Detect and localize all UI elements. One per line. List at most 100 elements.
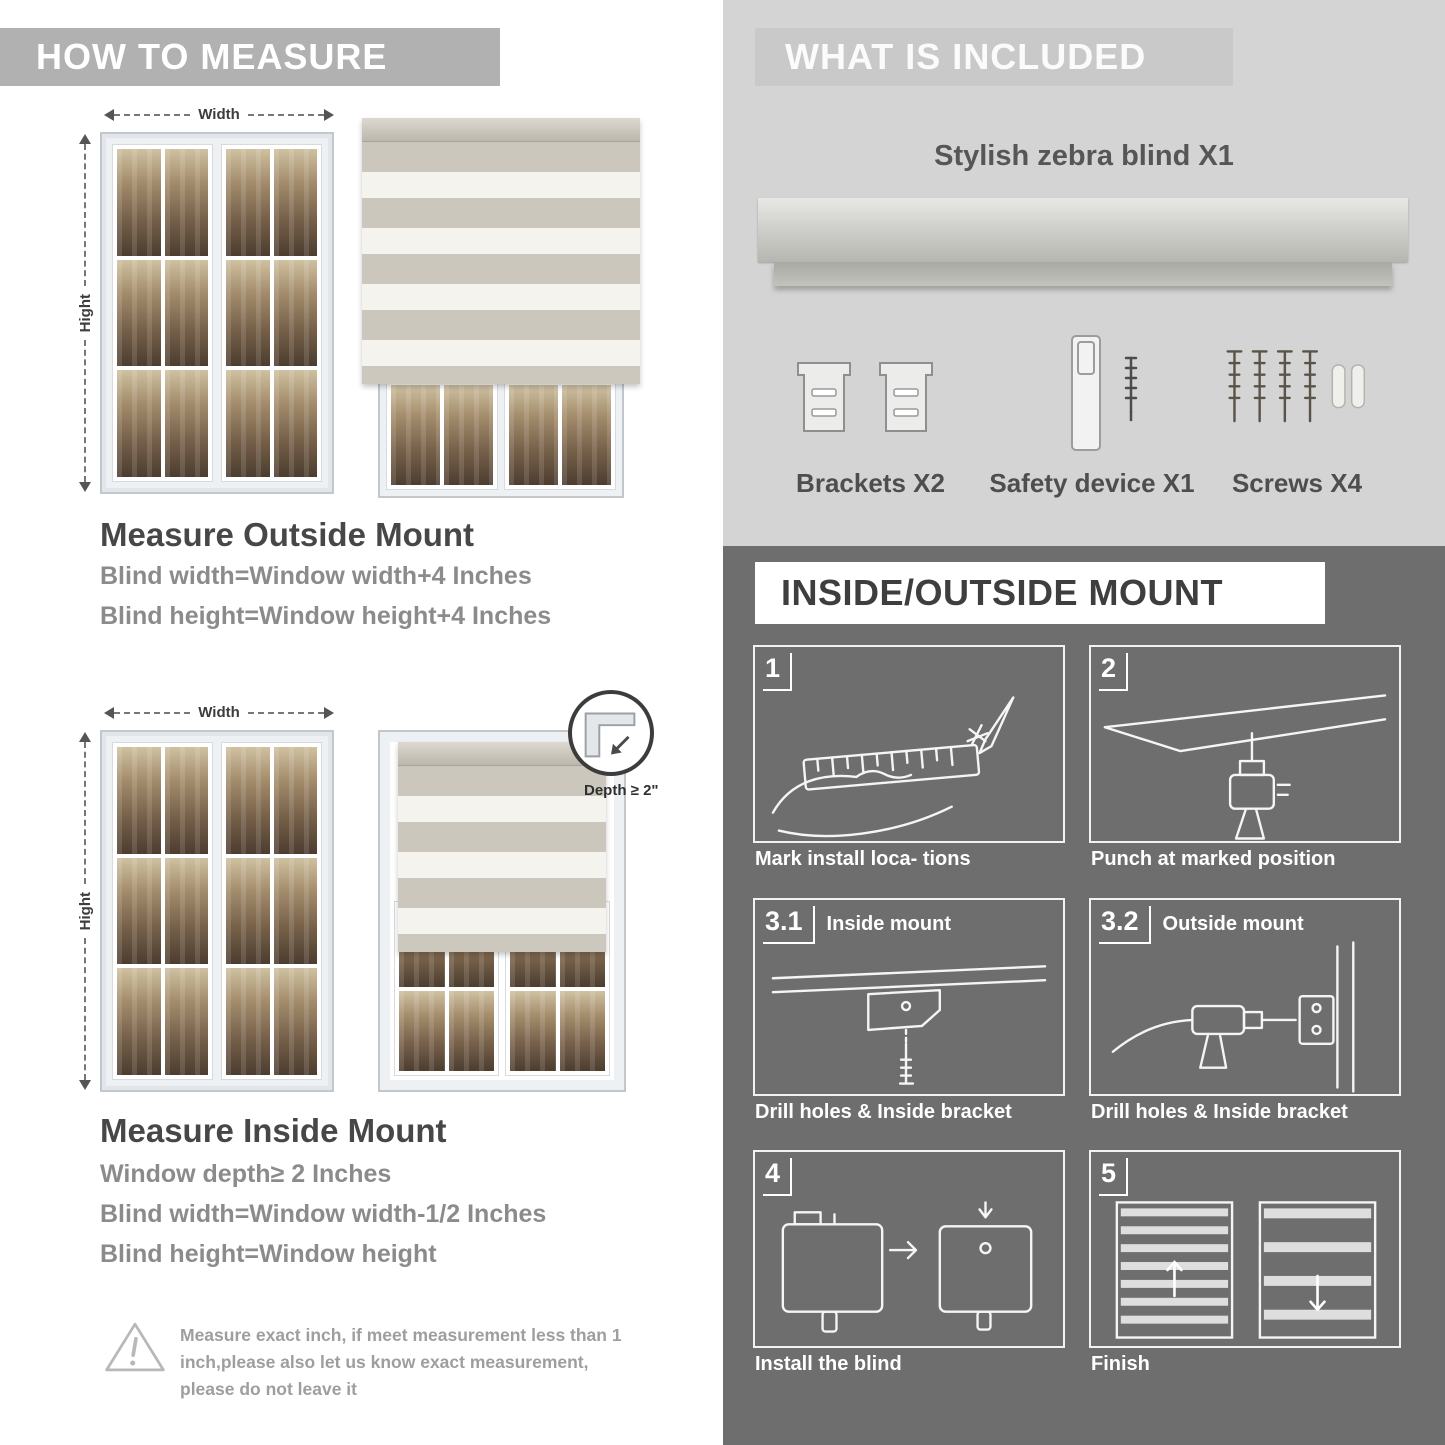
- height-label: Hight: [76, 293, 94, 333]
- step-caption-2: Punch at marked position: [1091, 848, 1336, 870]
- blind-bottomrail: [398, 936, 606, 952]
- glass-pane: [164, 149, 208, 256]
- glass-pane: [226, 259, 270, 367]
- inside-bracket-illustration: [771, 965, 1047, 1085]
- glass-pane: [164, 857, 208, 965]
- glass-pane: [509, 385, 558, 485]
- inside-width-formula: Blind width=Window width-1/2 Inches: [100, 1200, 547, 1228]
- inside-mount-title: Measure Inside Mount: [100, 1112, 447, 1149]
- zebra-shade: [398, 742, 606, 952]
- glass-pane: [226, 149, 270, 256]
- glass-pane: [510, 990, 556, 1071]
- outside-height-formula: Blind height=Window height+4 Inches: [100, 602, 552, 630]
- step-number: 2: [1099, 653, 1129, 691]
- glass-pane: [273, 857, 317, 965]
- height-arrow: Hight: [72, 134, 98, 493]
- depth-note: Depth ≥ 2": [584, 782, 659, 799]
- step-number: 3.1: [763, 906, 815, 944]
- glass-pane: [226, 747, 270, 854]
- blind-stripes: [362, 142, 640, 368]
- width-arrow: Width: [104, 106, 335, 123]
- step-panel-1: 1: [753, 645, 1065, 843]
- arrow-up-icon: [79, 732, 91, 742]
- safety-device-label: Safety device X1: [989, 468, 1195, 498]
- arrow-right-icon: [324, 706, 335, 719]
- step-panel-3-2: 3.2 Outside mount: [1089, 898, 1401, 1096]
- step-inner-label: Outside mount: [1162, 913, 1304, 935]
- zebra-blind-x1-label: Stylish zebra blind X1: [934, 140, 1234, 172]
- blind-headrail-product: [758, 198, 1408, 262]
- outside-bracket-illustration: [1111, 941, 1355, 1093]
- mark-locations-illustration: [771, 696, 1015, 838]
- step-number: 1: [763, 653, 793, 691]
- window-illustration: [100, 132, 334, 494]
- brackets-icon: [788, 335, 942, 455]
- step-caption-5: Finish: [1091, 1353, 1150, 1375]
- zebra-blind-inside-illustration: [378, 730, 626, 1092]
- glass-pane: [164, 370, 208, 477]
- glass-pane: [273, 968, 317, 1075]
- glass-pane: [117, 968, 161, 1075]
- zebra-shade: [362, 118, 640, 384]
- step-caption-1: Mark install loca- tions: [755, 848, 971, 870]
- window-sash: [112, 144, 213, 482]
- arrow-down-icon: [79, 482, 91, 493]
- glass-pane: [559, 990, 605, 1071]
- arrow-left-icon: [104, 706, 114, 719]
- glass-pane: [273, 259, 317, 367]
- step-number: 3.2: [1099, 906, 1151, 944]
- glass-pane: [399, 990, 445, 1071]
- inside-height-formula: Blind height=Window height: [100, 1240, 437, 1268]
- step-panel-2: 2: [1089, 645, 1401, 843]
- glass-pane: [273, 149, 317, 256]
- zebra-blind-outside-illustration: [362, 118, 640, 498]
- glass-pane: [164, 747, 208, 854]
- depth-callout-circle: [568, 690, 654, 776]
- brackets-label: Brackets X2: [796, 468, 945, 498]
- mount-header: INSIDE/OUTSIDE MOUNT: [755, 562, 1325, 624]
- screws-icon: [1226, 350, 1366, 423]
- glass-pane: [226, 968, 270, 1075]
- width-label: Width: [198, 704, 240, 721]
- step-caption-3-1: Drill holes & Inside bracket: [755, 1101, 1012, 1123]
- warning-icon: [105, 1322, 165, 1372]
- drill-ceiling-illustration: [1103, 694, 1387, 840]
- glass-pane: [117, 370, 161, 477]
- glass-pane: [273, 747, 317, 854]
- glass-pane: [117, 149, 161, 256]
- measure-warning-text: Measure exact inch, if meet measurement …: [180, 1325, 622, 1400]
- arrow-down-icon: [79, 1080, 91, 1091]
- step-panel-3-1: 3.1 Inside mount: [753, 898, 1065, 1096]
- height-label: Hight: [76, 891, 94, 931]
- frame-corner-icon: [584, 712, 636, 758]
- arrow-up-icon: [79, 134, 91, 144]
- glass-pane: [164, 968, 208, 1075]
- install-blind-illustration: [781, 1201, 1033, 1333]
- screws-label: Screws X4: [1231, 468, 1363, 498]
- how-to-measure-header: HOW TO MEASURE: [0, 28, 500, 86]
- step-inner-label: Inside mount: [826, 913, 951, 935]
- inside-depth-formula: Window depth≥ 2 Inches: [100, 1160, 392, 1188]
- arrow-right-icon: [324, 108, 335, 121]
- outside-mount-title: Measure Outside Mount: [100, 516, 475, 553]
- outside-width-formula: Blind width=Window width+4 Inches: [100, 562, 532, 590]
- glass-pane: [117, 857, 161, 965]
- glass-pane: [391, 385, 440, 485]
- height-arrow: Hight: [72, 732, 98, 1091]
- window-illustration: [100, 730, 334, 1092]
- glass-pane: [448, 990, 494, 1071]
- step-panel-4: 4: [753, 1150, 1065, 1348]
- step-caption-4: Install the blind: [755, 1353, 902, 1375]
- arrow-left-icon: [104, 108, 114, 121]
- blind-bottomrail: [362, 368, 640, 384]
- step-number: 4: [763, 1158, 793, 1196]
- width-arrow: Width: [104, 704, 335, 721]
- glass-pane: [444, 385, 493, 485]
- glass-pane: [226, 857, 270, 965]
- blind-headrail: [362, 118, 640, 142]
- step-panel-5: 5: [1089, 1150, 1401, 1348]
- step-number: 5: [1099, 1158, 1129, 1196]
- blind-headrail-lip: [774, 262, 1392, 286]
- finish-illustration: [1115, 1201, 1377, 1339]
